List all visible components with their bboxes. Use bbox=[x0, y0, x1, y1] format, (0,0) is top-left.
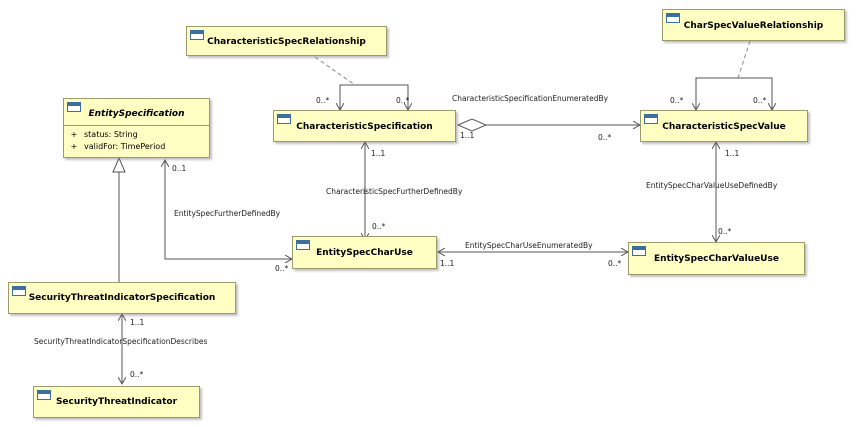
char-spec-value-relationship-class[interactable]: CharSpecValueRelationship bbox=[662, 9, 845, 41]
multiplicity-label: 0..* bbox=[372, 222, 386, 231]
multiplicity-label: 1..1 bbox=[725, 149, 740, 158]
attribute-text: validFor: TimePeriod bbox=[84, 142, 166, 151]
characteristic-spec-value-class[interactable]: CharacteristicSpecValue bbox=[640, 110, 808, 142]
multiplicity-label: 1..1 bbox=[371, 149, 386, 158]
class-icon bbox=[67, 102, 81, 112]
multiplicity-label: 0..* bbox=[670, 96, 684, 105]
class-name: CharacteristicSpecRelationship bbox=[207, 37, 366, 47]
security-threat-indicator-specification-class[interactable]: SecurityThreatIndicatorSpecification bbox=[8, 282, 236, 314]
characteristic-specification-class[interactable]: CharacteristicSpecification bbox=[273, 110, 456, 142]
visibility-marker: + bbox=[70, 142, 78, 151]
multiplicity-label: 0..* bbox=[753, 96, 767, 105]
association-label: EntitySpecCharValueUseDefinedBy bbox=[646, 181, 778, 190]
entity-spec-further-defined-by-association[interactable] bbox=[164, 168, 292, 259]
attribute-list: + status: String + validFor: TimePeriod bbox=[64, 125, 209, 153]
class-icon bbox=[190, 30, 204, 40]
char-spec-value-relationship-link bbox=[737, 40, 751, 79]
multiplicity-label: 1..1 bbox=[130, 318, 145, 327]
association-label: CharacteristicSpecFurtherDefinedBy bbox=[326, 187, 463, 196]
entity-spec-char-value-use-class[interactable]: EntitySpecCharValueUse bbox=[628, 242, 805, 275]
multiplicity-label: 0..* bbox=[718, 227, 732, 236]
class-name: EntitySpecification bbox=[88, 109, 185, 119]
class-name: SecurityThreatIndicator bbox=[55, 397, 178, 407]
characteristic-spec-relationship-class[interactable]: CharacteristicSpecRelationship bbox=[186, 26, 387, 56]
class-name: CharSpecValueRelationship bbox=[683, 21, 824, 31]
attribute-row: + validFor: TimePeriod bbox=[64, 141, 209, 153]
multiplicity-label: 0..* bbox=[598, 133, 612, 142]
class-icon bbox=[644, 114, 658, 124]
multiplicity-label: 0..* bbox=[130, 370, 144, 379]
aggregation-diamond bbox=[456, 118, 488, 132]
class-icon bbox=[632, 246, 646, 256]
class-name: CharacteristicSpecValue bbox=[662, 122, 786, 132]
multiplicity-label: 0..1 bbox=[172, 164, 187, 173]
char-spec-relationship-link bbox=[314, 56, 356, 86]
association-label: CharacteristicSpecificationEnumeratedBy bbox=[452, 94, 609, 103]
association-label: EntitySpecCharUseEnumeratedBy bbox=[465, 241, 593, 250]
class-icon bbox=[296, 240, 310, 250]
multiplicity-label: 0..* bbox=[316, 96, 330, 105]
attribute-row: + status: String bbox=[64, 129, 209, 141]
class-icon bbox=[37, 390, 51, 400]
attribute-text: status: String bbox=[84, 130, 138, 139]
class-icon bbox=[12, 286, 26, 296]
generalization-triangle bbox=[112, 156, 126, 173]
char-spec-value-self-association[interactable] bbox=[695, 77, 772, 110]
class-name: CharacteristicSpecification bbox=[296, 122, 433, 132]
class-icon bbox=[277, 114, 291, 124]
multiplicity-label: 0..* bbox=[396, 96, 410, 105]
class-icon bbox=[666, 13, 680, 23]
multiplicity-label: 1..1 bbox=[440, 259, 455, 268]
multiplicity-label: 0..* bbox=[608, 259, 622, 268]
multiplicity-label: 0..* bbox=[275, 264, 289, 273]
class-name: EntitySpecCharUse bbox=[316, 248, 413, 258]
entity-specification-class[interactable]: EntitySpecification + status: String + val… bbox=[63, 98, 210, 158]
visibility-marker: + bbox=[70, 130, 78, 139]
class-name: SecurityThreatIndicatorSpecification bbox=[28, 293, 216, 303]
entity-spec-char-use-class[interactable]: EntitySpecCharUse bbox=[292, 236, 437, 269]
association-label: EntitySpecFurtherDefinedBy bbox=[174, 209, 281, 218]
multiplicity-label: 1..1 bbox=[460, 131, 475, 140]
class-name: EntitySpecCharValueUse bbox=[654, 254, 779, 264]
security-threat-indicator-class[interactable]: SecurityThreatIndicator bbox=[33, 386, 200, 418]
association-label: SecurityThreatIndicatorSpecificationDesc… bbox=[34, 337, 208, 346]
